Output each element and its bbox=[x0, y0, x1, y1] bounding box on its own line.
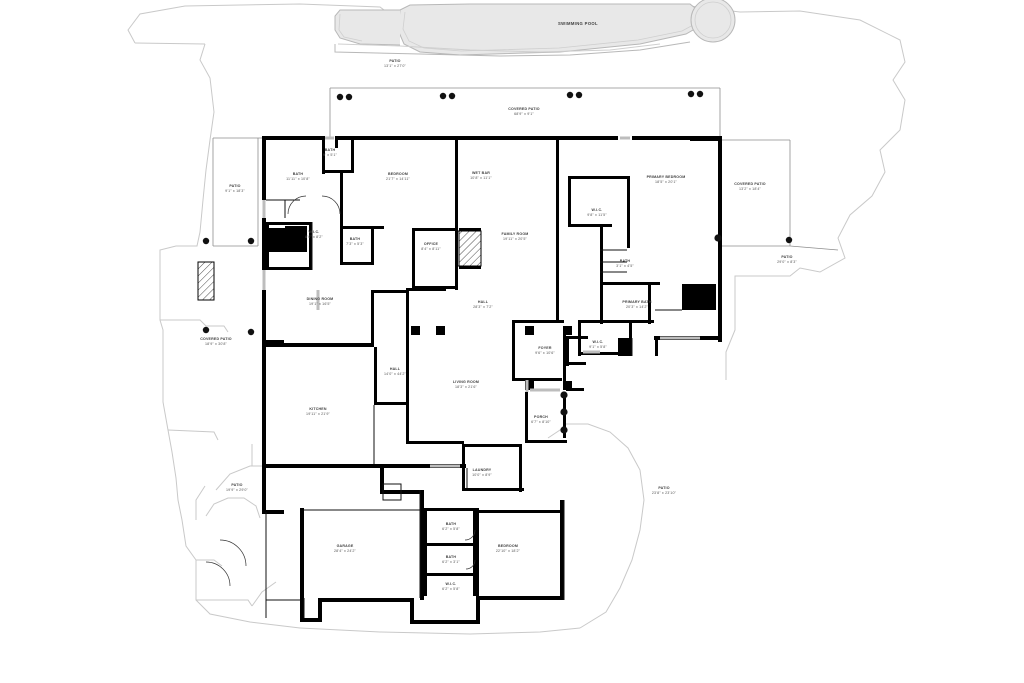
door-swings bbox=[205, 195, 476, 587]
window-openings bbox=[262, 136, 700, 468]
room-label: W.I.C.9'1" x 5'8" bbox=[589, 340, 607, 349]
pool-label: SWIMMING POOL bbox=[558, 21, 598, 27]
terrain-outline bbox=[127, 3, 906, 635]
column-posts bbox=[202, 90, 793, 434]
room-label: W.I.C.9'8" x 11'5" bbox=[587, 208, 607, 217]
hatch-blocks bbox=[197, 226, 716, 310]
swimming-pool bbox=[334, 0, 736, 57]
room-label: W.I.C.8'0" x 8'2" bbox=[305, 230, 323, 239]
garage-outline bbox=[265, 512, 300, 618]
walls bbox=[262, 136, 722, 624]
room-label: W.I.C.6'2" x 5'8" bbox=[442, 582, 460, 591]
terrain-detail bbox=[196, 444, 261, 567]
